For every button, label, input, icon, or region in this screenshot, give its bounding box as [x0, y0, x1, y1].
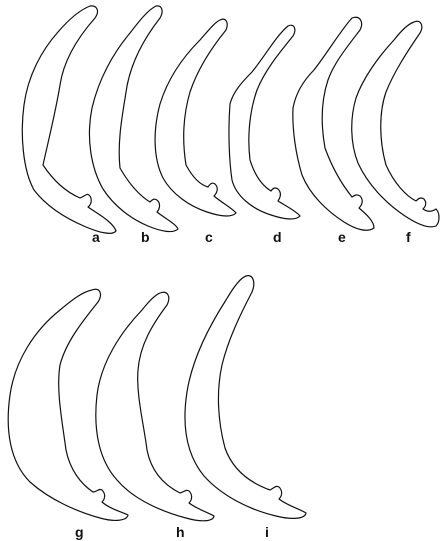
outline-h — [96, 292, 214, 520]
panel-g: g — [8, 289, 128, 540]
outline-d — [229, 25, 300, 219]
panel-label-e: e — [338, 229, 346, 245]
outline-b — [89, 6, 178, 232]
panel-label-f: f — [406, 229, 411, 245]
panel-a: a — [22, 6, 116, 245]
panel-label-a: a — [92, 229, 100, 245]
panel-c: c — [155, 19, 236, 245]
panel-label-b: b — [141, 229, 150, 245]
panel-f: f — [352, 21, 439, 245]
panel-label-c: c — [205, 229, 213, 245]
outline-e — [293, 17, 374, 230]
panel-h: h — [96, 292, 214, 540]
panel-d: d — [229, 25, 300, 245]
outline-f — [352, 21, 439, 227]
outline-g — [8, 289, 128, 520]
panel-label-d: d — [273, 229, 282, 245]
outline-a — [22, 6, 116, 233]
panel-b: b — [89, 6, 178, 245]
outline-i — [185, 276, 306, 519]
panel-label-g: g — [75, 524, 84, 540]
panel-label-h: h — [176, 524, 185, 540]
outline-c — [155, 19, 236, 216]
panel-e: e — [293, 17, 374, 245]
panel-i: i — [185, 276, 306, 540]
panel-label-i: i — [265, 524, 269, 540]
